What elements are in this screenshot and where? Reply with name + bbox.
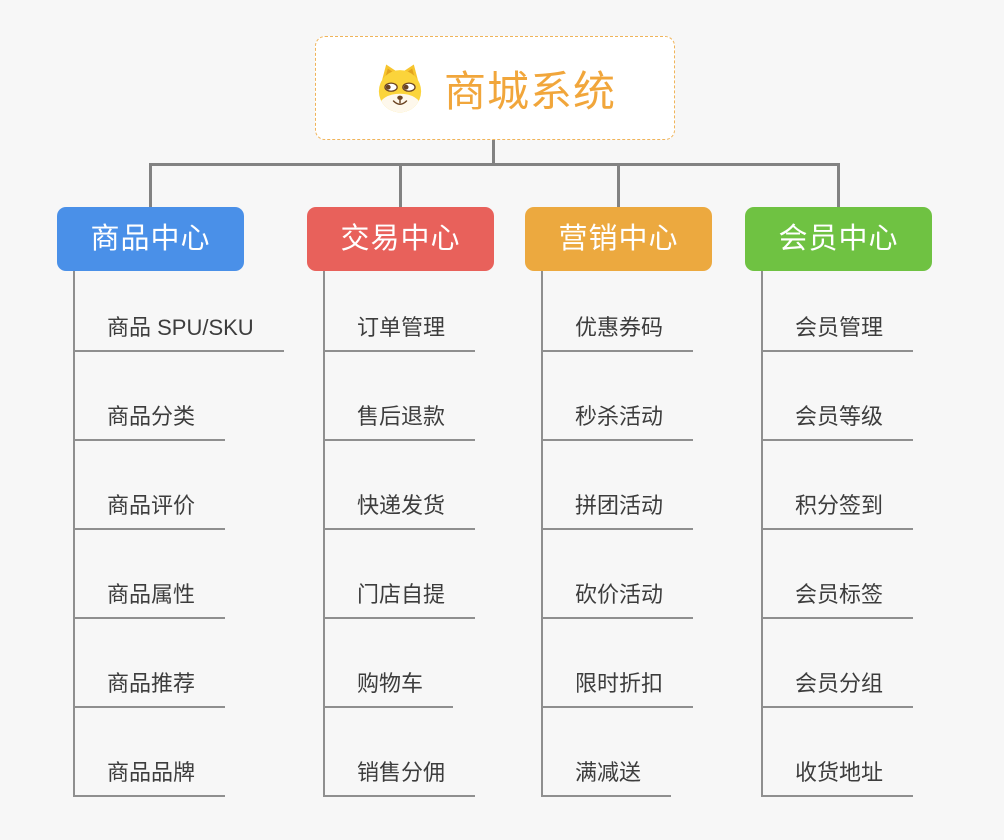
connector-drop-branch-3 [617, 165, 620, 207]
child-node[interactable]: 会员等级 [761, 402, 914, 441]
branch-child-line [541, 271, 543, 797]
child-node[interactable]: 满减送 [541, 758, 672, 797]
connector-drop-branch-2 [399, 165, 402, 207]
connector-root-stem [492, 140, 495, 164]
child-node[interactable]: 会员分组 [761, 669, 914, 708]
child-node[interactable]: 商品品牌 [73, 758, 226, 797]
branch-marketing-center: 营销中心 优惠券码 秒杀活动 拼团活动 砍价活动 限时折扣 满减送 [525, 207, 775, 797]
branch-child-line [761, 271, 763, 797]
child-node[interactable]: 商品分类 [73, 402, 226, 441]
child-node[interactable]: 积分签到 [761, 491, 914, 530]
branch-product-center: 商品中心 商品 SPU/SKU 商品分类 商品评价 商品属性 商品推荐 商品品牌 [57, 207, 307, 797]
child-node[interactable]: 秒杀活动 [541, 402, 694, 441]
branch-header-member-center[interactable]: 会员中心 [745, 207, 932, 271]
child-node[interactable]: 拼团活动 [541, 491, 694, 530]
branch-trade-center: 交易中心 订单管理 售后退款 快递发货 门店自提 购物车 销售分佣 [307, 207, 557, 797]
branch-header-trade-center[interactable]: 交易中心 [307, 207, 494, 271]
child-node[interactable]: 砍价活动 [541, 580, 694, 619]
child-node[interactable]: 商品 SPU/SKU [73, 313, 284, 352]
child-node[interactable]: 门店自提 [323, 580, 476, 619]
child-node[interactable]: 收货地址 [761, 758, 914, 797]
doge-icon [378, 64, 422, 113]
child-node[interactable]: 购物车 [323, 669, 454, 708]
root-title: 商城系统 [443, 67, 616, 115]
child-node[interactable]: 商品属性 [73, 580, 226, 619]
child-node[interactable]: 订单管理 [323, 313, 476, 352]
connector-drop-branch-4 [837, 165, 840, 207]
child-node[interactable]: 快递发货 [323, 491, 476, 530]
child-node[interactable]: 商品评价 [73, 491, 226, 530]
child-node[interactable]: 限时折扣 [541, 669, 694, 708]
child-node[interactable]: 售后退款 [323, 402, 476, 441]
branch-header-product-center[interactable]: 商品中心 [57, 207, 244, 271]
connector-drop-branch-1 [149, 165, 152, 207]
connector-bus [149, 163, 840, 166]
branch-header-marketing-center[interactable]: 营销中心 [525, 207, 712, 271]
child-node[interactable]: 优惠券码 [541, 313, 694, 352]
child-node[interactable]: 商品推荐 [73, 669, 226, 708]
branch-child-line [73, 271, 75, 797]
branch-member-center: 会员中心 会员管理 会员等级 积分签到 会员标签 会员分组 收货地址 [745, 207, 995, 797]
branch-child-line [323, 271, 325, 797]
child-node[interactable]: 会员管理 [761, 313, 914, 352]
root-node[interactable]: 商城系统 [315, 36, 675, 140]
child-node[interactable]: 会员标签 [761, 580, 914, 619]
child-node[interactable]: 销售分佣 [323, 758, 476, 797]
